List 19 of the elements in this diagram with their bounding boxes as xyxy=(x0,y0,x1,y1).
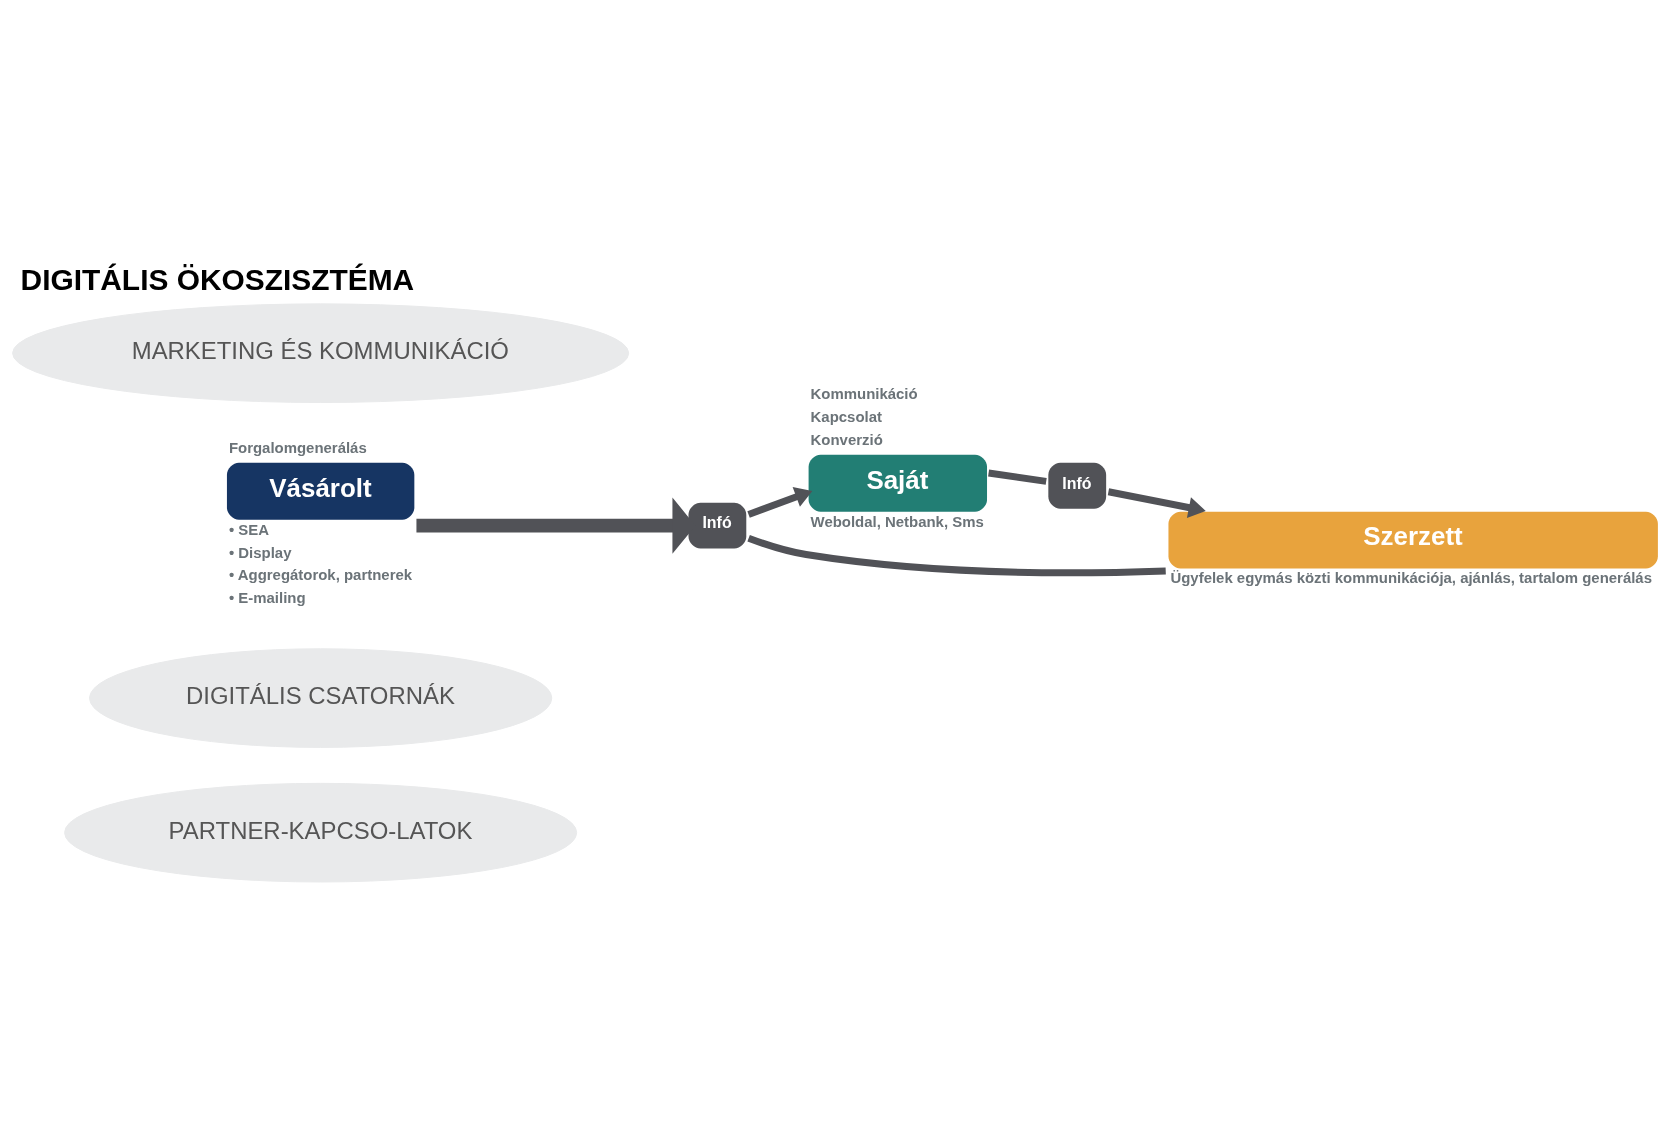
node-label: Forgalomgenerálás xyxy=(228,438,367,456)
node-box: Szerzett xyxy=(1168,511,1658,569)
node-label: Kapcsolat xyxy=(810,407,882,425)
arrow xyxy=(747,486,813,518)
node-box: Infó xyxy=(688,502,747,549)
node-label: • Display xyxy=(228,543,292,561)
node-box: Infó xyxy=(1048,462,1107,509)
node-label: Kommunikáció xyxy=(810,385,918,403)
node-label: • E-mailing xyxy=(228,589,306,607)
node-label: Weboldal, Netbank, Sms xyxy=(810,512,984,530)
node-box: Saját xyxy=(808,454,988,512)
node-box: Vásárolt xyxy=(226,462,415,520)
node-label: Ügyfelek egymás közti kommunikációja, ajánlás, tartalom generálás xyxy=(1170,569,1652,587)
node-label: • Aggregátorok, partnerek xyxy=(228,566,413,584)
arrow xyxy=(1107,488,1206,518)
connector xyxy=(988,469,1047,485)
node-label: Konverzió xyxy=(810,430,883,448)
diagram-title: DIGITÁLIS ÖKOSZISZTÉMA xyxy=(20,262,415,296)
node-label: • SEA xyxy=(228,520,270,538)
